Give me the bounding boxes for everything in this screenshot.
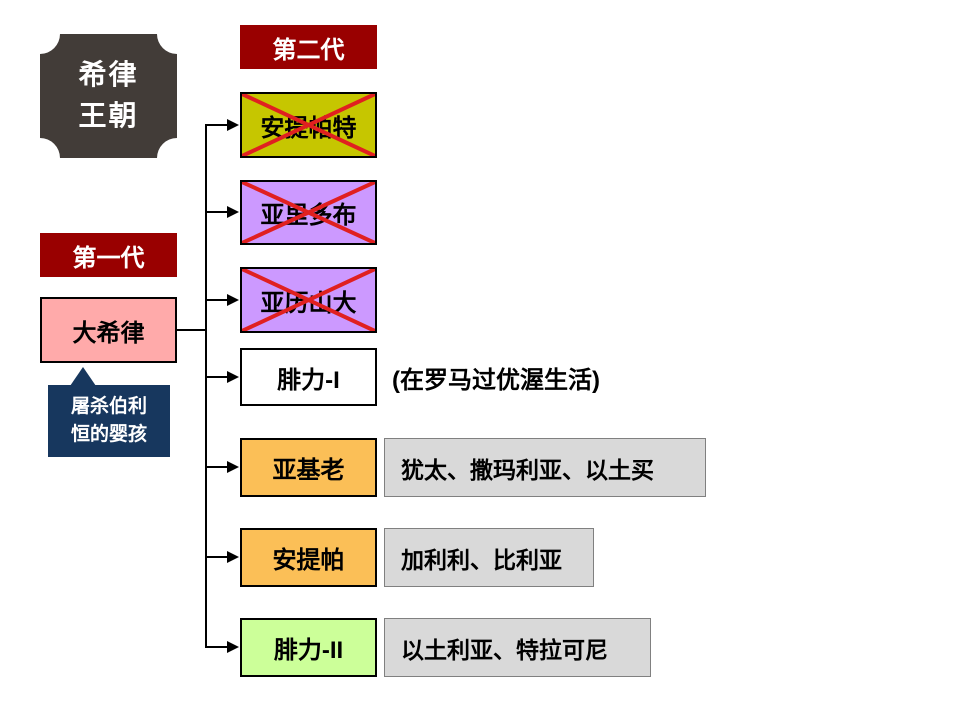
child-label: 安提帕特 <box>260 114 357 142</box>
connector-branch-7 <box>205 646 229 648</box>
child-node-philip-1: 腓力-I <box>240 348 377 406</box>
badge-line-1: 希律 <box>78 59 139 91</box>
connector-branch-4 <box>205 376 229 378</box>
arrowhead-1 <box>227 119 239 131</box>
note-archelaus-territory: 犹太、撒玛利亚、以土买 <box>384 438 706 497</box>
child-node-aristobulus: 亚里多布 <box>240 180 377 245</box>
child-node-philip-2: 腓力-II <box>240 618 377 677</box>
child-label: 安提帕 <box>272 547 345 574</box>
arrowhead-4 <box>227 371 239 383</box>
callout-line-2: 恒的婴孩 <box>70 424 147 445</box>
callout-massacre-note: 屠杀伯利 恒的婴孩 <box>48 385 170 457</box>
note-antipas-territory: 加利利、比利亚 <box>384 528 594 587</box>
child-label: 亚基老 <box>272 457 345 484</box>
dynasty-badge-shape <box>40 34 177 158</box>
callout-pointer-up <box>70 367 96 386</box>
dynasty-badge-title: 希律 王朝 <box>40 34 177 158</box>
child-node-antipater: 安提帕特 <box>240 92 377 158</box>
connector-branch-3 <box>205 299 229 301</box>
arrowhead-7 <box>227 641 239 653</box>
connector-branch-2 <box>205 211 229 213</box>
callout-line-1: 屠杀伯利 <box>70 395 147 417</box>
child-node-antipas: 安提帕 <box>240 528 377 587</box>
child-node-alexander: 亚历山大 <box>240 267 377 333</box>
arrowhead-3 <box>227 294 239 306</box>
connector-branch-1 <box>205 124 229 126</box>
badge-line-2: 王朝 <box>78 100 139 131</box>
arrowhead-5 <box>227 461 239 473</box>
root-node-herod-the-great: 大希律 <box>40 297 177 363</box>
generation-1-header: 第一代 <box>40 233 177 277</box>
connector-branch-5 <box>205 466 229 468</box>
note-philip-2-territory: 以土利亚、特拉可尼 <box>384 618 651 677</box>
generation-2-header: 第二代 <box>240 25 377 69</box>
child-label: 亚历山大 <box>260 289 357 317</box>
child-label: 亚里多布 <box>260 202 357 229</box>
connector-branch-6 <box>205 556 229 558</box>
note-philip-1-rome: (在罗马过优渥生活) <box>392 366 600 394</box>
child-label: 腓力-II <box>273 637 344 664</box>
connector-trunk <box>205 124 207 648</box>
child-node-archelaus: 亚基老 <box>240 438 377 497</box>
plaque-shape <box>40 34 177 158</box>
connector-root-stub <box>177 329 206 331</box>
arrowhead-2 <box>227 206 239 218</box>
child-label: 腓力-I <box>277 366 340 394</box>
arrowhead-6 <box>227 551 239 563</box>
